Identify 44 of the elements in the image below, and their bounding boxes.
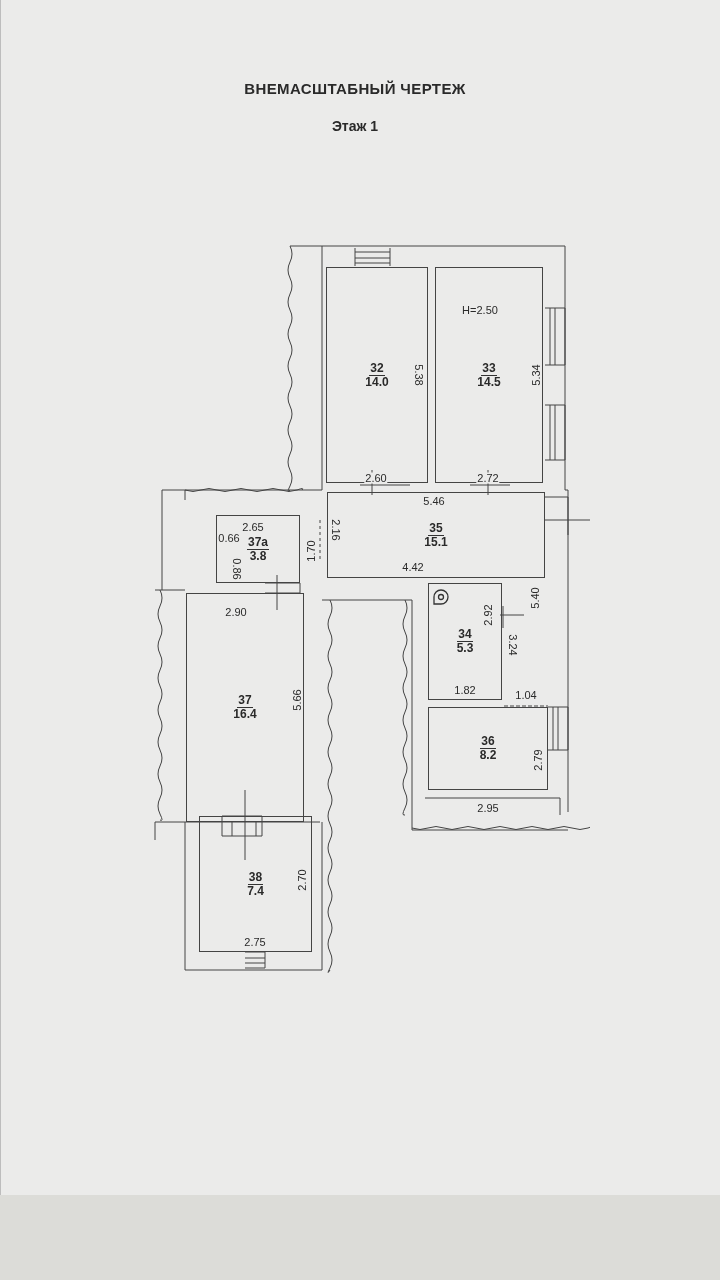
room-area: 3.8 [248, 549, 268, 563]
dimension-label: 0.86 [230, 557, 242, 581]
room-number: 34 [457, 628, 473, 642]
dimension-label: 2.60 [364, 472, 388, 484]
dimension-label: 0.66 [217, 532, 241, 544]
dimension-label: 5.66 [291, 688, 303, 712]
dimension-label: 4.42 [401, 561, 425, 573]
room-outline [327, 492, 545, 578]
dimension-label: 1.70 [305, 539, 317, 563]
dimension-label: 5.34 [530, 363, 542, 387]
dimension-label: 2.92 [482, 603, 494, 627]
room-number: 33 [481, 361, 497, 376]
dimension-label: 5.46 [422, 495, 446, 507]
room-number: 32 [369, 361, 385, 376]
dimension-label: 1.82 [453, 684, 477, 696]
room-area: 14.0 [364, 375, 390, 389]
dimension-label: 2.79 [532, 748, 544, 772]
room-area: 14.5 [476, 375, 502, 389]
room-outline [199, 816, 312, 952]
dimension-label: 2.65 [241, 521, 265, 533]
dimension-label: 1.04 [514, 689, 538, 701]
room-number: 38 [247, 870, 264, 885]
room-outline [428, 707, 548, 790]
dimension-label: 5.38 [412, 363, 424, 387]
room-number: 37а [247, 535, 269, 550]
room-area: 7.4 [246, 884, 265, 898]
room-area: 16.4 [232, 708, 258, 721]
dimension-label: 2.95 [476, 802, 500, 814]
dimension-label: 5.40 [529, 586, 541, 610]
room-area: 8.2 [478, 749, 498, 762]
room-area: 5.3 [455, 642, 475, 655]
dimension-label: 3.24 [506, 633, 518, 657]
room-number: 35 [428, 521, 444, 536]
page-title: ВНЕМАСШТАБНЫЙ ЧЕРТЕЖ [243, 79, 467, 99]
room-number: 37 [237, 694, 253, 708]
ceiling-height: H=2.50 [461, 304, 499, 316]
dimension-label: 2.90 [224, 606, 248, 618]
dimension-label: 2.75 [243, 936, 267, 948]
dimension-label: 2.16 [329, 518, 341, 542]
dimension-label: 2.70 [296, 868, 308, 892]
floor-heading: Этаж 1 [331, 119, 379, 133]
room-number: 36 [480, 735, 496, 749]
room-area: 15.1 [423, 535, 449, 549]
dimension-label: 2.72 [476, 472, 500, 484]
